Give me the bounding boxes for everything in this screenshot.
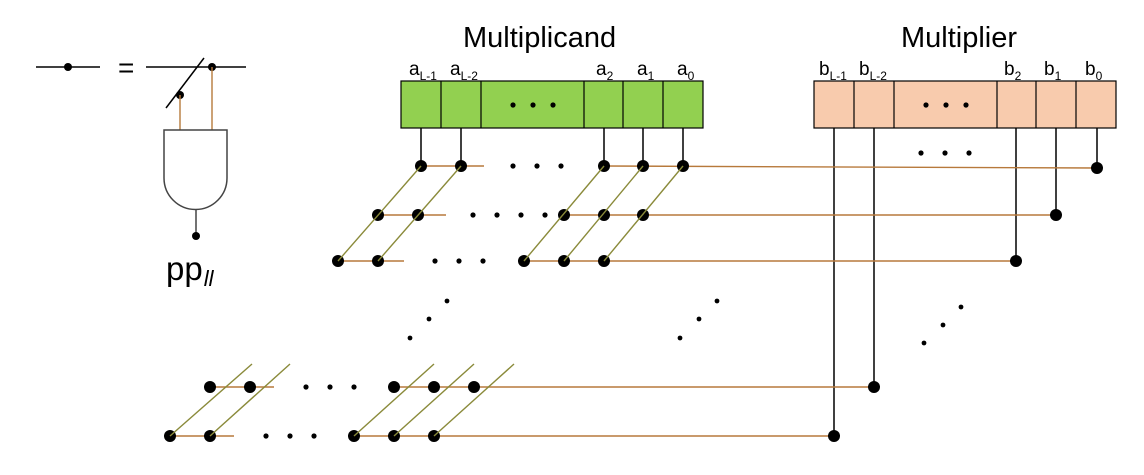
partial-product-row-2: [332, 255, 1022, 267]
partial-product-row-L-2: [204, 381, 880, 393]
legend-equals: =: [118, 52, 134, 83]
legend-node-symbol: [36, 63, 100, 71]
partial-product-row-1: [372, 209, 1062, 221]
bit-label-a-1: a1: [637, 59, 655, 83]
multiplicand-title: Multiplicand: [463, 22, 616, 54]
bit-label-a-2: a2: [596, 59, 614, 83]
partial-product-row-0: [415, 160, 1103, 174]
pp-base: pp: [166, 250, 203, 287]
multiplicand-diagonals: [169, 165, 684, 437]
bit-label-b-2: b2: [1004, 59, 1022, 83]
bit-label-b-L-2: bL-2: [859, 59, 887, 83]
multiplicand-feed-lines: [420, 128, 684, 166]
bit-label-b-L-1: bL-1: [819, 59, 847, 83]
multiplicand-register: [400, 80, 704, 129]
omitted-rows-ellipsis-right: [921, 304, 964, 346]
bit-label-b-1: b1: [1044, 59, 1062, 83]
legend-and-gate: [146, 57, 246, 240]
and-gate-body: [163, 129, 228, 211]
bit-label-a-L-1: aL-1: [409, 59, 437, 83]
bit-label-a-L-2: aL-2: [450, 59, 478, 83]
multiplier-feed-lines: [833, 128, 1098, 436]
multiplicand-bit-labels: aL-1 aL-2 a2 a1 a0: [409, 59, 695, 83]
omitted-rows-ellipsis-left: [407, 298, 450, 341]
pp-sub: ll: [204, 266, 215, 291]
omitted-rows-ellipsis-middle: [677, 298, 720, 341]
bit-label-b-0: b0: [1085, 59, 1103, 83]
multiplier-register: [813, 80, 1117, 156]
multiplier-title: Multiplier: [901, 22, 1017, 54]
legend-output-label: ppll: [166, 250, 215, 291]
partial-product-row-L-1: [164, 430, 840, 442]
multiplier-bit-labels: bL-1 bL-2 b2 b1 b0: [819, 59, 1103, 83]
bit-label-a-0: a0: [677, 59, 695, 83]
